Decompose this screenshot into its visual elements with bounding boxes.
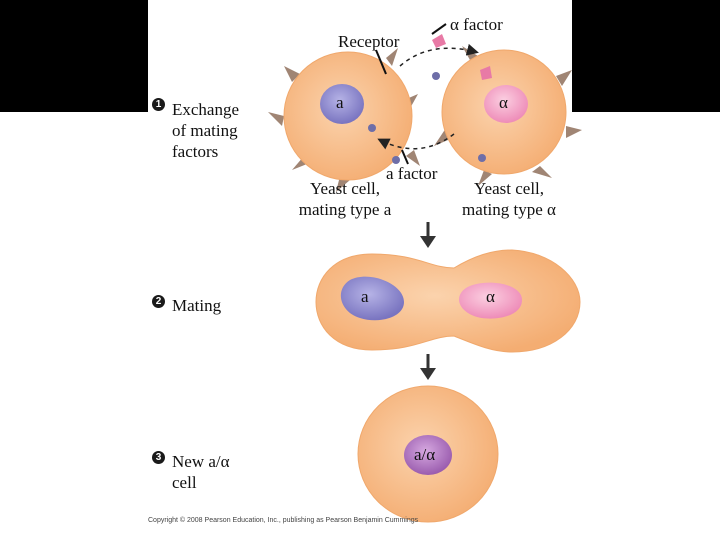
receptor-pointer [375,49,387,75]
nucleus-alpha-mating-label: α [486,287,495,306]
step-1-label: Exchange of mating factors [172,100,240,161]
yeast-alpha-label: Yeast cell, mating type α [462,179,556,219]
mating-cell [315,249,581,353]
alpha-factor-icon [432,34,492,80]
nucleus-a [320,84,364,124]
nucleus-alpha [484,85,528,123]
down-arrow-icon [420,222,436,248]
nucleus-a-mating-label: a [361,287,369,306]
nucleus-alpha-label: α [499,93,508,112]
step-3-number: 3 [152,451,165,464]
nucleus-a-label: a [336,93,344,112]
step-3-label: New a/α cell [172,452,230,492]
alpha-factor-label: α factor [450,15,503,34]
black-band-left [0,0,148,112]
nucleus-a-mating [340,276,404,321]
down-arrow-icon [420,354,436,380]
receptor-icon [434,46,582,186]
a-factor-icon [368,72,486,164]
a-factor-label: a factor [386,164,438,183]
black-band-right [572,0,720,112]
alpha-factor-pointer [431,23,447,35]
nucleus-diploid-label: a/α [414,445,435,464]
receptor-label: Receptor [338,32,400,51]
factor-arrow-top [399,43,479,67]
step-2-number: 2 [152,295,165,308]
a-factor-pointer [401,149,409,165]
copyright-text: Copyright © 2008 Pearson Education, Inc.… [148,517,419,524]
nucleus-alpha-mating [459,282,522,319]
nucleus-diploid [404,435,452,475]
step-2-label: Mating [172,296,222,315]
factor-arrow-bottom [377,133,455,150]
step-1-number: 1 [152,98,165,111]
yeast-a-label: Yeast cell, mating type a [298,179,392,219]
